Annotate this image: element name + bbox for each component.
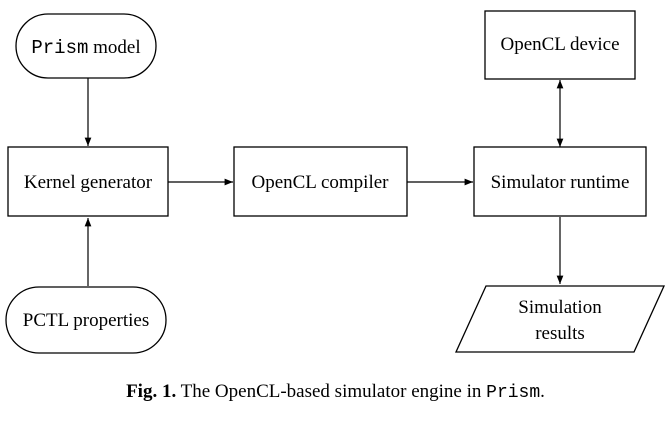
simulator-runtime-label: Simulator runtime (491, 172, 630, 193)
node-simulation-results: Simulation results (454, 285, 666, 353)
prism-model-label: model (88, 37, 140, 58)
caption-code: Prism (486, 383, 541, 403)
node-opencl-compiler: OpenCL compiler (233, 146, 408, 217)
svg-text:Prism model: Prism model (31, 37, 140, 59)
caption-label: Fig. 1. (126, 381, 177, 402)
opencl-compiler-label: OpenCL compiler (251, 172, 389, 193)
kernel-generator-label: Kernel generator (24, 172, 153, 193)
node-pctl-properties: PCTL properties (5, 286, 167, 354)
opencl-device-label: OpenCL device (500, 34, 619, 55)
flow-diagram: Prism model Kernel generator OpenCL comp… (5, 10, 666, 354)
caption-end: . (540, 381, 545, 402)
node-simulator-runtime: Simulator runtime (473, 146, 647, 217)
figure-caption: Fig. 1. The OpenCL-based simulator engin… (0, 381, 671, 403)
simulation-results-line1: Simulation (518, 297, 602, 318)
node-prism-model: Prism model (15, 13, 157, 79)
caption-text: The OpenCL-based simulator engine in (176, 381, 487, 402)
pctl-properties-label: PCTL properties (23, 310, 149, 331)
prism-code: Prism (31, 37, 88, 59)
simulation-results-line2: results (535, 323, 585, 344)
node-opencl-device: OpenCL device (484, 10, 636, 80)
node-kernel-generator: Kernel generator (7, 146, 169, 217)
